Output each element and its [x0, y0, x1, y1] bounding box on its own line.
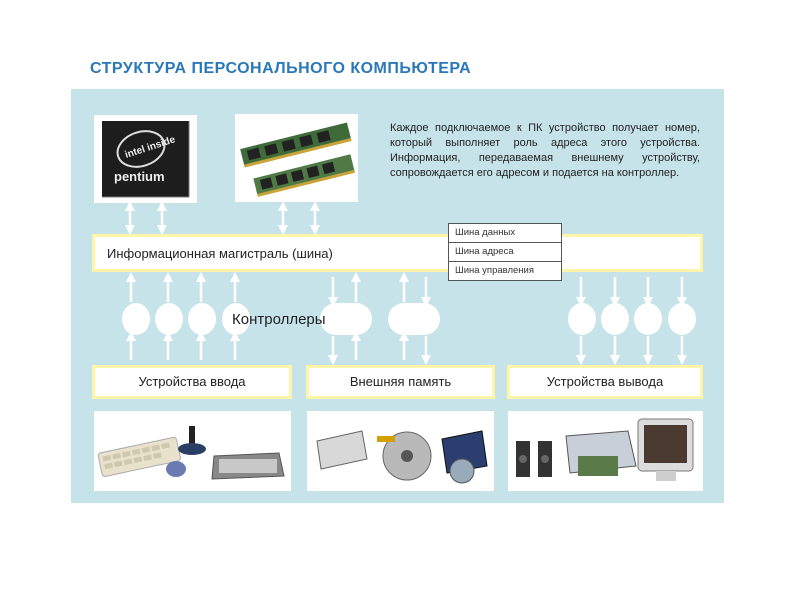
controller-input-3: [188, 303, 216, 335]
input-devices-icon: [94, 411, 291, 491]
controller-storage-1: [320, 303, 372, 335]
output-devices-photo: [508, 411, 703, 491]
storage-box: Внешняя память: [306, 365, 495, 399]
input-devices-label: Устройства ввода: [138, 374, 245, 389]
controller-output-2: [601, 303, 629, 335]
input-devices-photo: [94, 411, 291, 491]
controller-input-2: [155, 303, 183, 335]
storage-label: Внешняя память: [350, 374, 451, 389]
input-devices-box: Устройства ввода: [92, 365, 292, 399]
output-devices-box: Устройства вывода: [507, 365, 703, 399]
output-devices-label: Устройства вывода: [547, 374, 663, 389]
storage-devices-icon: [307, 411, 494, 491]
controller-input-1: [122, 303, 150, 335]
controllers-label: Контроллеры: [232, 311, 326, 328]
output-devices-icon: [508, 411, 703, 491]
controller-storage-2: [388, 303, 440, 335]
controller-output-4: [668, 303, 696, 335]
storage-photo: [307, 411, 494, 491]
controller-output-3: [634, 303, 662, 335]
controller-output-1: [568, 303, 596, 335]
